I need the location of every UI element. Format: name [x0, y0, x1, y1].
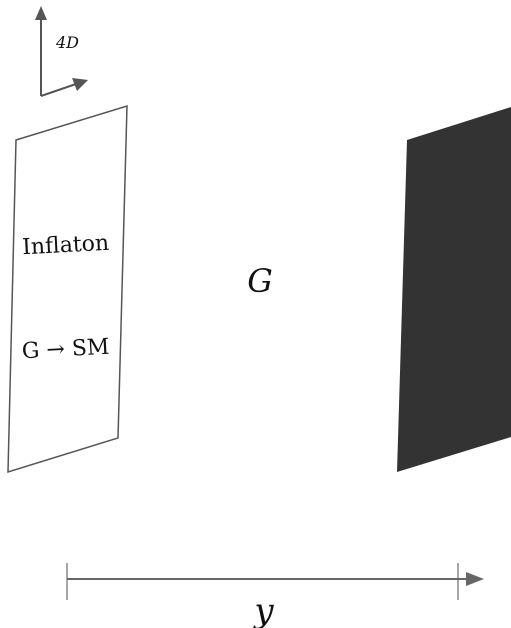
y-axis-arrow: y [66, 563, 484, 628]
right-brane-dark-panel [397, 107, 511, 472]
four-d-axes: 4D [35, 6, 88, 97]
left-brane: Inflaton G → SM [7, 104, 128, 474]
horizontal-axis-arrowhead [72, 78, 88, 91]
y-axis-arrowhead [466, 572, 484, 586]
four-d-label: 4D [55, 33, 79, 52]
inflaton-label: Inflaton [22, 231, 110, 261]
y-label: y [252, 591, 274, 628]
g-to-sm-label: G → SM [21, 335, 110, 365]
vertical-axis-arrowhead [35, 6, 47, 20]
bulk-g-label: G [247, 262, 273, 300]
horizontal-axis [40, 83, 77, 97]
left-brane-panel [7, 104, 128, 474]
